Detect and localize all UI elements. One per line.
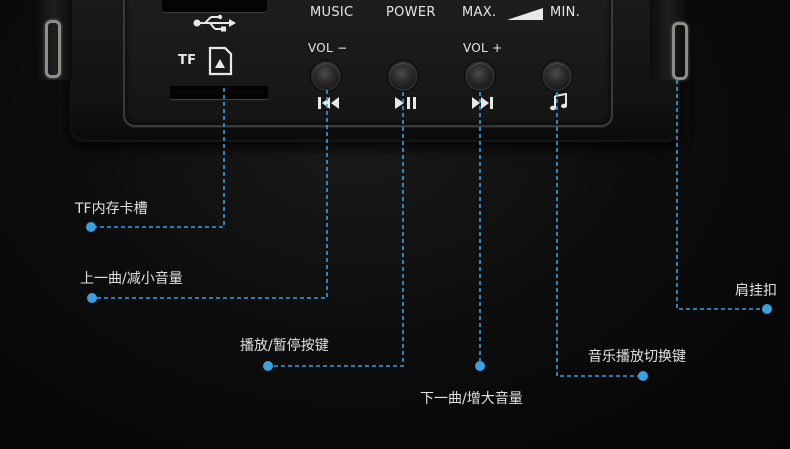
vol-minus-label: VOL − (308, 41, 348, 55)
prev-callout-dot (87, 293, 97, 303)
music-label: MUSIC (310, 5, 354, 20)
play-callout-line (268, 92, 404, 367)
prev-callout-line (92, 90, 328, 299)
mode-callout-line (556, 92, 643, 377)
next-track-icon (471, 95, 495, 114)
power-label: POWER (386, 5, 436, 20)
tf-card-slot[interactable] (170, 86, 268, 99)
vol-plus-label: VOL + (463, 41, 503, 55)
left-strap-mount (36, 0, 72, 80)
play-pause-icon (394, 95, 418, 114)
callout-tf-slot: TF内存卡槽 (75, 201, 148, 217)
control-panel (123, 0, 613, 127)
callout-prev-vol-down: 上一曲/减小音量 (80, 271, 183, 287)
mode-callout-dot (638, 371, 648, 381)
callout-play-pause: 播放/暂停按键 (240, 338, 329, 354)
sd-card-icon (207, 46, 233, 80)
next-vol-up-button[interactable] (467, 63, 493, 89)
min-label: MIN. (550, 5, 581, 20)
usb-icon (193, 14, 237, 36)
play-callout-dot (263, 361, 273, 371)
music-note-icon (549, 92, 569, 115)
previous-track-icon (317, 95, 341, 114)
right-strap-mount (650, 0, 686, 80)
tf-callout-line (91, 88, 225, 228)
volume-ramp-icon (507, 6, 543, 25)
strap-callout-dot (762, 304, 772, 314)
strap-callout-line (676, 80, 767, 310)
callout-next-vol-up: 下一曲/增大音量 (420, 391, 523, 407)
prev-vol-down-button[interactable] (313, 63, 339, 89)
callout-mode-switch: 音乐播放切换键 (588, 349, 686, 365)
right-strap-ring (672, 22, 688, 80)
play-pause-button[interactable] (390, 63, 416, 89)
usb-port[interactable] (162, 0, 267, 12)
tf-label: TF (178, 53, 197, 68)
tf-callout-dot (86, 222, 96, 232)
max-label: MAX. (462, 5, 497, 20)
next-callout-dot (475, 361, 485, 371)
left-strap-ring (45, 20, 61, 78)
callout-shoulder-strap: 肩挂扣 (735, 283, 777, 299)
mode-button[interactable] (544, 63, 570, 89)
